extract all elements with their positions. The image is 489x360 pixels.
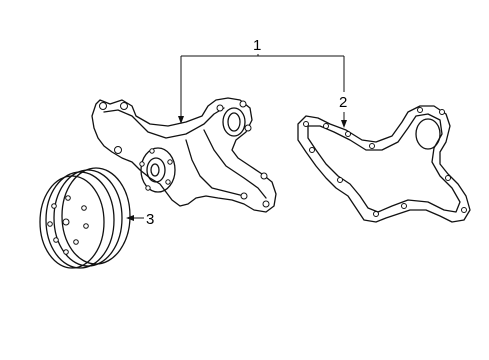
callout-3-label: 3	[146, 211, 154, 228]
callout-1-leader	[178, 54, 345, 124]
gasket	[297, 105, 471, 223]
callout-1-label: 1	[253, 37, 261, 54]
pulley	[39, 167, 131, 269]
water-pump-body	[91, 97, 277, 213]
callout-3-leader	[126, 215, 144, 221]
callout-2-label: 2	[339, 94, 347, 111]
callout-2-leader	[341, 112, 347, 128]
